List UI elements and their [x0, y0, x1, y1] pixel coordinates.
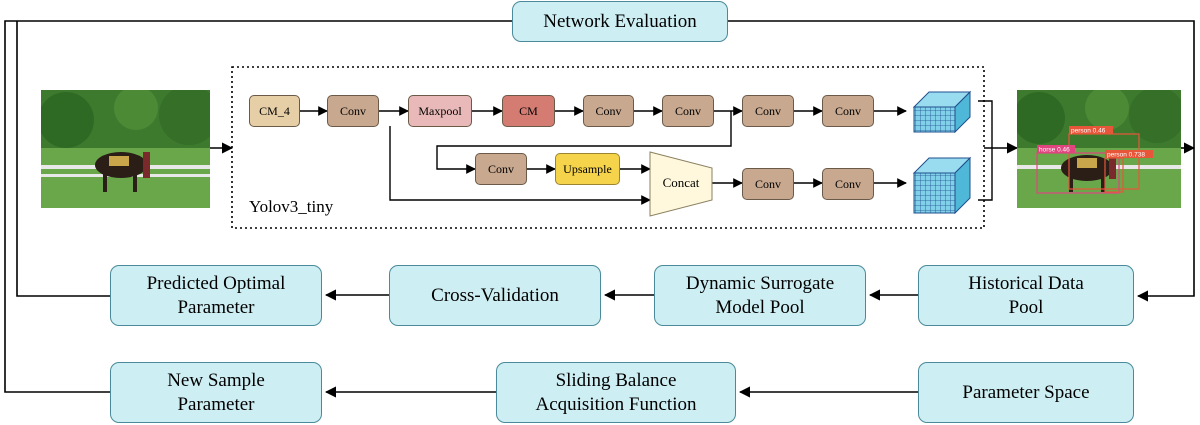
output-tensor-bottom	[912, 156, 972, 215]
acquisition-function-label: Sliding Balance Acquisition Function	[535, 369, 697, 415]
wire-branch-down	[436, 111, 732, 174]
wire-loop-left-inner	[16, 21, 110, 297]
historical-data-pool-label: Historical Data Pool	[968, 272, 1084, 318]
acquisition-function-box: Sliding Balance Acquisition Function	[496, 362, 736, 423]
block-conv-label: Conv	[674, 103, 701, 118]
output-tensor-top	[912, 90, 972, 134]
block-conv-2: Conv	[583, 95, 634, 127]
network-frame	[231, 66, 985, 229]
block-conv-label: Conv	[339, 103, 366, 118]
block-cm-label: CM	[519, 103, 538, 118]
block-upsample: Upsample	[555, 153, 620, 185]
block-conv-5: Conv	[822, 95, 874, 127]
block-cm4: CM_4	[249, 95, 300, 127]
new-sample-label: New Sample Parameter	[167, 369, 265, 415]
predicted-optimal-box: Predicted Optimal Parameter	[110, 265, 322, 326]
block-conv-label: Conv	[834, 176, 861, 191]
block-conv-1: Conv	[327, 95, 379, 127]
block-conv-3: Conv	[662, 95, 714, 127]
block-maxpool-label: Maxpool	[418, 103, 462, 118]
block-cm4-label: CM_4	[259, 103, 290, 118]
new-sample-box: New Sample Parameter	[110, 362, 322, 423]
block-concat-label: Concat	[662, 175, 700, 190]
block-conv-4: Conv	[742, 95, 794, 127]
dynamic-surrogate-box: Dynamic Surrogate Model Pool	[654, 265, 866, 326]
block-cm: CM	[502, 95, 555, 127]
network-evaluation-label: Network Evaluation	[543, 10, 697, 32]
network-caption: Yolov3_tiny	[249, 197, 334, 216]
det-label-horse: horse 0.46	[1039, 147, 1070, 154]
wire-heads-merge	[978, 100, 993, 201]
wire-skip-to-concat	[389, 126, 651, 205]
output-image: person 0.46 horse 0.46 person 0.738	[1017, 90, 1181, 208]
wire-evaluation-right	[728, 20, 1195, 302]
block-conv-7: Conv	[742, 168, 794, 200]
input-image	[41, 90, 210, 208]
block-conv-label: Conv	[754, 176, 781, 191]
historical-data-pool-box: Historical Data Pool	[918, 265, 1134, 326]
cross-validation-label: Cross-Validation	[431, 284, 559, 306]
det-label-person-a: person 0.46	[1071, 128, 1106, 135]
block-conv-6: Conv	[475, 153, 527, 185]
parameter-space-label: Parameter Space	[962, 381, 1090, 403]
parameter-space-box: Parameter Space	[918, 362, 1134, 423]
block-conv-label: Conv	[834, 103, 861, 118]
concat-block	[649, 151, 713, 217]
block-upsample-label: Upsample	[563, 161, 612, 176]
cross-validation-box: Cross-Validation	[389, 265, 601, 326]
block-conv-label: Conv	[754, 103, 781, 118]
predicted-optimal-label: Predicted Optimal Parameter	[146, 272, 286, 318]
block-conv-label: Conv	[595, 103, 622, 118]
bbox-horse	[1036, 152, 1120, 194]
network-evaluation-box: Network Evaluation	[512, 1, 728, 42]
det-label-person-b: person 0.738	[1107, 152, 1145, 159]
wire-loop-left-outer	[4, 20, 512, 393]
dynamic-surrogate-label: Dynamic Surrogate Model Pool	[685, 272, 835, 318]
block-conv-label: Conv	[487, 161, 514, 176]
block-conv-8: Conv	[822, 168, 874, 200]
block-maxpool: Maxpool	[408, 95, 472, 127]
